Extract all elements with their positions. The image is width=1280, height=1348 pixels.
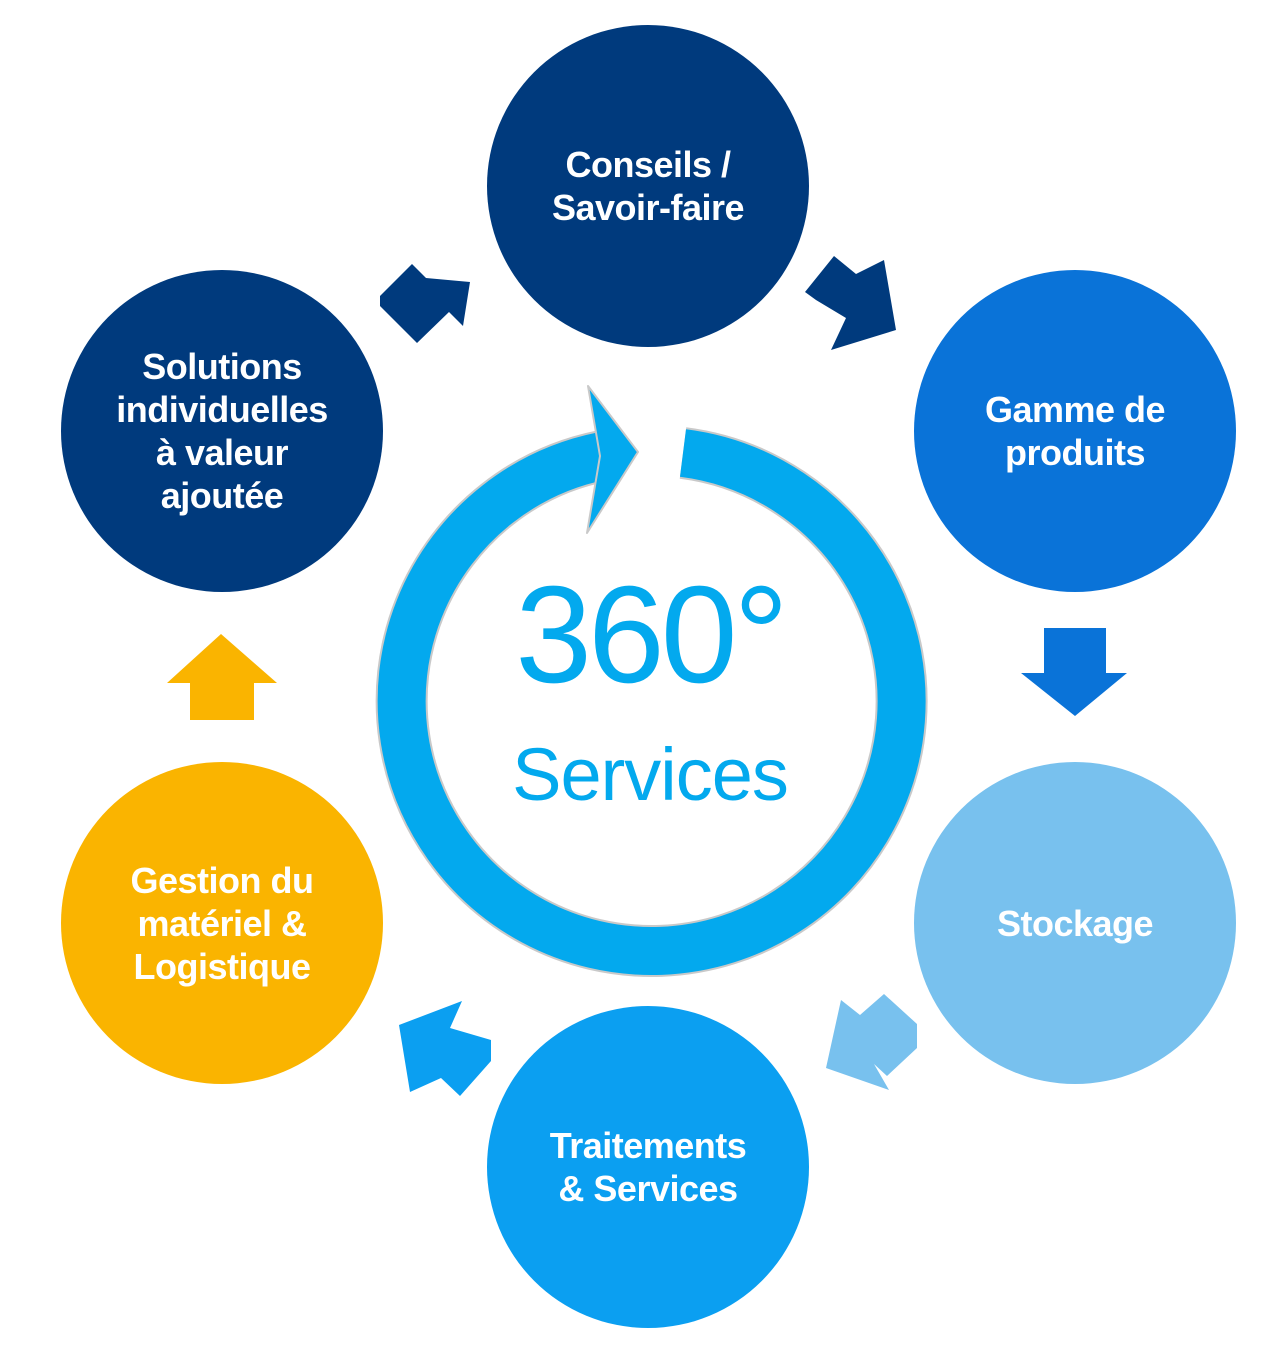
node-gamme-de-produits: Gamme de produits [914, 270, 1236, 592]
center-subtitle: Services [512, 733, 789, 816]
arrow-icon-stockage-to-traitements [826, 994, 917, 1090]
node-label: Conseils / Savoir-faire [551, 144, 745, 228]
arrow-icon-gestion-to-solutions [167, 634, 277, 720]
arrow-icon-traitements-to-gestion [399, 1001, 491, 1096]
center-title: 360° [515, 558, 788, 712]
node-conseils: Conseils / Savoir-faire [487, 25, 809, 347]
node-solutions: Solutions individuelles à valeur ajoutée [61, 270, 383, 592]
arrow-icon-solutions-to-conseils [380, 264, 470, 343]
node-label: Traitements & Services [549, 1125, 747, 1209]
node-stockage: Stockage [914, 762, 1236, 1084]
arrow-icon-gamme-to-stockage [1021, 628, 1127, 716]
node-traitements: Traitements & Services [487, 1006, 809, 1328]
node-label: Gestion du matériel & Logistique [130, 859, 315, 987]
node-gestion: Gestion du matériel & Logistique [61, 762, 383, 1084]
node-label: Gamme de produits [984, 389, 1166, 473]
node-label: Solutions individuelles à valeur ajoutée [116, 346, 328, 516]
node-label: Stockage [996, 902, 1154, 944]
arrow-icon-conseils-to-gamme [805, 256, 896, 350]
cycle-arrow-icon [375, 385, 928, 977]
